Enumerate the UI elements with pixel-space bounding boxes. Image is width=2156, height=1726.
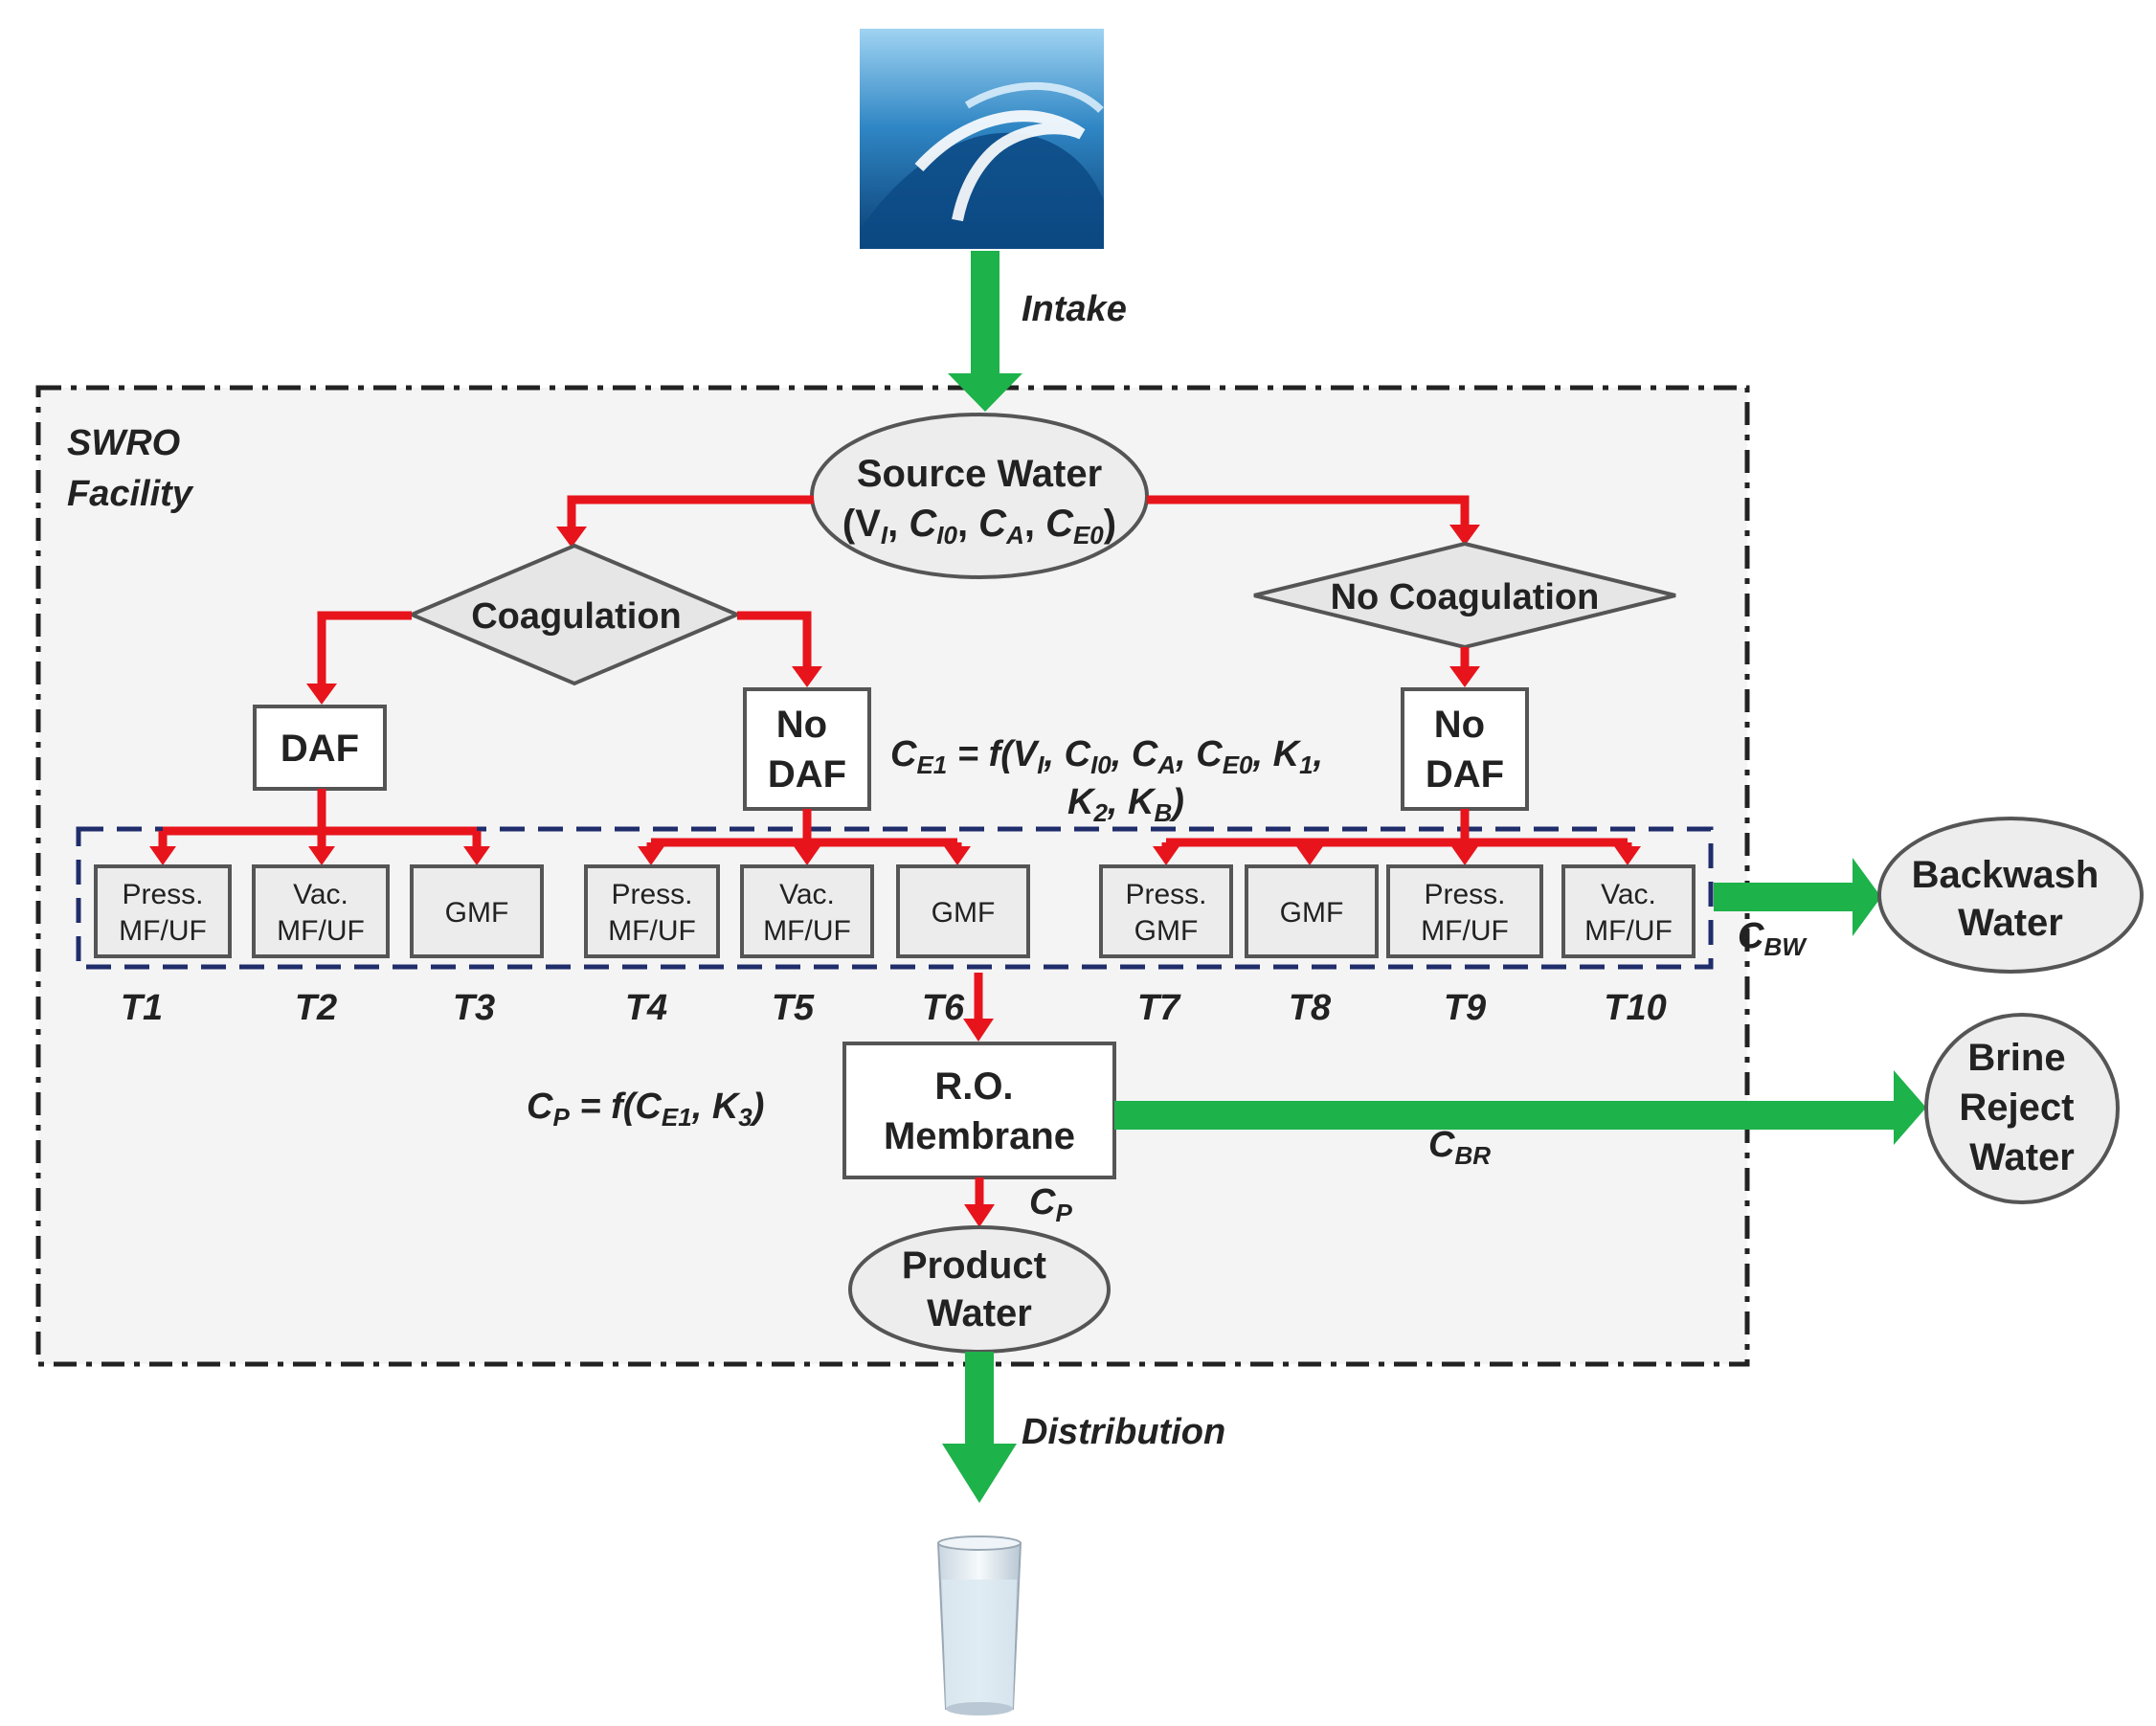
treatment-box-label: Vac.MF/UF [763, 879, 851, 947]
distribution-arrow [942, 1352, 1017, 1503]
arrowhead [792, 666, 822, 687]
treatment-id-label: T7 [1137, 988, 1181, 1028]
no-daf-label: No DAF [1426, 704, 1504, 796]
facility-label: SWRO Facility [67, 423, 194, 514]
arrowhead [1449, 666, 1480, 687]
ro-membrane-node [842, 1042, 1116, 1179]
no-daf-node-coag [743, 687, 871, 811]
source-branch-connectors [567, 495, 1470, 531]
intake-arrow [948, 251, 1022, 412]
treatment-box-t10 [1561, 864, 1696, 958]
treatment-box-t5 [740, 864, 874, 958]
no-coagulation-label: No Coagulation [1331, 577, 1600, 617]
arrowhead [556, 527, 587, 548]
coagulation-decision [406, 543, 743, 686]
treatment-id-label: T10 [1604, 988, 1666, 1028]
no-daf-label: No DAF [768, 704, 846, 796]
backwash-water-node [1877, 817, 2144, 974]
backwash-water-label: Backwash Water [1912, 854, 2110, 944]
treatment-id-label: T6 [922, 988, 965, 1028]
seawater-wave-icon [860, 29, 1104, 249]
treatment-box-label: Press.MF/UF [1421, 879, 1509, 947]
treatment-box-label: Vac.MF/UF [1584, 879, 1673, 947]
no-daf-node-nocoag [1401, 687, 1529, 811]
cbr-label: CBR [1428, 1125, 1491, 1170]
source-water-node [810, 413, 1149, 579]
treatment-box-label: Press.MF/UF [608, 879, 696, 947]
treatment-box-t2 [252, 864, 390, 958]
treatment-id-label: T1 [121, 988, 163, 1028]
intake-label: Intake [1022, 289, 1127, 329]
brine-reject-water-node [1924, 1013, 2120, 1204]
treatment-box-label: GMF [932, 897, 996, 929]
treatment-box-label: Press.GMF [1125, 879, 1206, 947]
treatment-id-label: T2 [295, 988, 337, 1028]
product-water-label: Product Water [902, 1244, 1057, 1334]
treatment-id-label: T8 [1289, 988, 1332, 1028]
treatment-box-t7 [1099, 864, 1233, 958]
treatment-id-label: T3 [453, 988, 495, 1028]
drinking-glass-icon [936, 1535, 1022, 1715]
coagulation-label: Coagulation [471, 596, 682, 637]
pretreatment-to-ro-connector [963, 973, 994, 1042]
treatment-box-label: GMF [445, 897, 509, 929]
treatment-options: Press.MF/UF T1 Vac.MF/UF T2 GMF T3 Press.MF/UF… [94, 864, 1696, 1028]
arrowhead [306, 684, 337, 705]
treatment-box-t6 [896, 864, 1030, 958]
distribution-label: Distribution [1022, 1412, 1225, 1452]
treatment-box-t1 [94, 864, 232, 958]
brine-reject-arrow [1114, 1070, 1926, 1145]
treatment-box-t4 [584, 864, 720, 958]
treatment-box-t9 [1386, 864, 1543, 958]
treatment-id-label: T4 [625, 988, 667, 1028]
treatment-box-label: Press.MF/UF [119, 879, 207, 947]
cbw-label: CBW [1738, 916, 1808, 961]
cp-label: CP [1029, 1182, 1072, 1227]
treatment-arrowheads [149, 846, 1641, 865]
pretreatment-group [76, 826, 1714, 970]
brine-reject-water-label: Brine Reject Water [1959, 1037, 2084, 1178]
cp-equation: CP = f(CE1, K3) [527, 1087, 764, 1132]
treatment-box-label: Vac.MF/UF [277, 879, 365, 947]
ro-to-product-connector [964, 1177, 995, 1227]
treatment-box-t8 [1245, 864, 1379, 958]
treatment-box-t3 [410, 864, 544, 958]
treatment-box-label: GMF [1280, 897, 1344, 929]
daf-label: DAF [281, 728, 359, 770]
backwash-arrow [1714, 858, 1881, 936]
ce1-equation: CE1 = f(VI, CI0, CA, CE0, K1, K2, KB) [890, 734, 1334, 827]
ro-membrane-label: R.O. Membrane [884, 1065, 1075, 1157]
source-water-params: (VI, CI0, CA, CE0) [842, 503, 1116, 549]
treatment-id-label: T5 [772, 988, 815, 1028]
arrowhead [1449, 525, 1480, 546]
treatment-id-label: T9 [1444, 988, 1486, 1028]
source-water-title: Source Water [857, 453, 1102, 495]
